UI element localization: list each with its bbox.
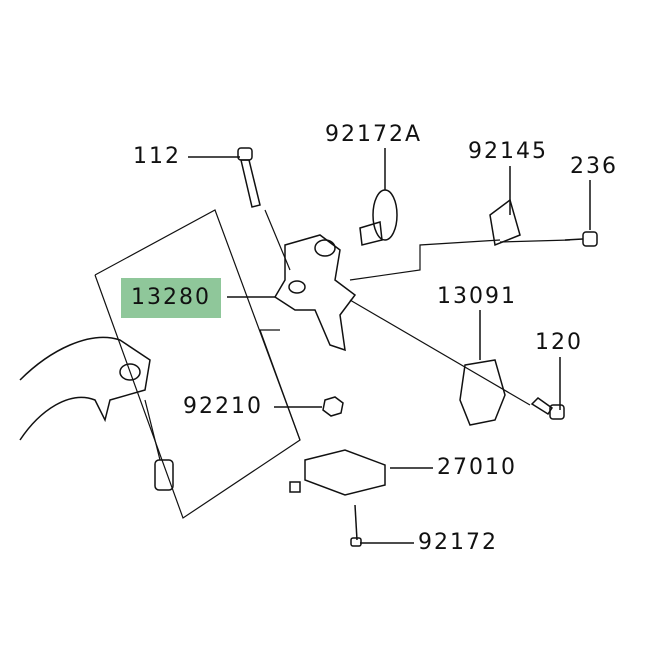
bolt-120 [530,397,565,420]
leader-lines [188,148,591,544]
part-label-112[interactable]: 112 [133,144,181,169]
switch-27010 [289,449,386,496]
clip-92145 [489,198,521,247]
part-label-92145[interactable]: 92145 [468,139,548,164]
part-label-92172a[interactable]: 92172A [325,122,423,147]
screw-92172 [350,504,362,547]
part-label-27010[interactable]: 27010 [437,455,517,480]
screw-236 [564,231,598,247]
part-label-13091[interactable]: 13091 [437,284,517,309]
adjuster-92172a [359,189,398,246]
part-label-92210[interactable]: 92210 [183,394,263,419]
nut-92210 [322,396,344,417]
bracket-13280 [273,234,357,352]
part-label-92172[interactable]: 92172 [418,530,498,555]
lever [19,336,174,491]
part-label-120[interactable]: 120 [535,330,583,355]
part-label-236[interactable]: 236 [570,154,618,179]
part-label-13280-highlighted[interactable]: 13280 [121,278,221,318]
clamp-13091 [459,359,506,426]
assembly-lines [94,209,571,519]
bolt-112 [237,147,261,208]
